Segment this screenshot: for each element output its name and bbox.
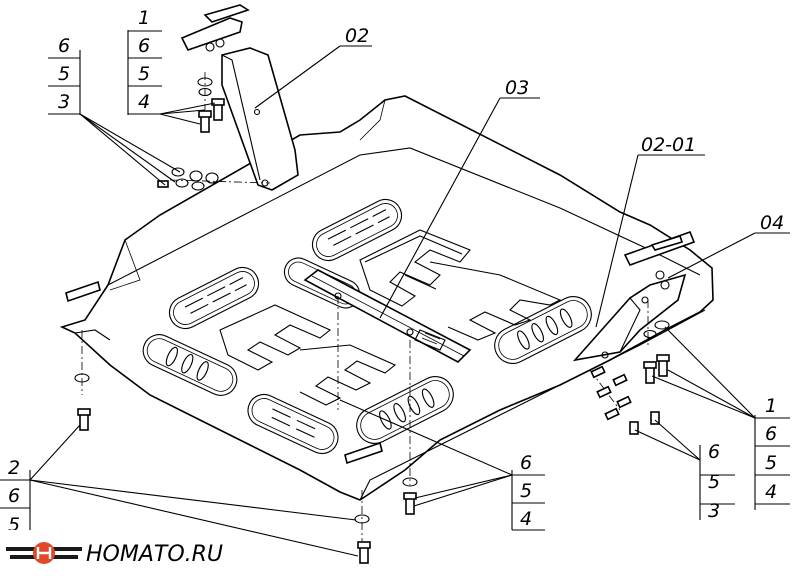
callout-top-left: 1 6 5 4 — [138, 7, 150, 113]
callout-label: 5 — [708, 471, 720, 493]
part-label-03: 03 — [505, 77, 529, 99]
callout-right-lower: 6 5 3 — [708, 441, 720, 522]
leader-lines — [0, 30, 790, 570]
slot-group — [142, 198, 592, 455]
callout-label: 4 — [765, 481, 777, 503]
center-bar-03 — [303, 269, 472, 363]
callout-label: 4 — [520, 508, 532, 530]
callout-label: 1 — [765, 395, 777, 417]
part-label-02: 02 — [345, 25, 369, 47]
part-label-04: 04 — [760, 212, 784, 234]
callout-label: 6 — [708, 441, 720, 463]
callout-label: 5 — [765, 452, 777, 474]
callout-right: 1 6 5 4 — [765, 395, 777, 503]
stiffening-ribs — [219, 229, 562, 406]
callout-label: 4 — [138, 91, 150, 113]
callout-label: 6 — [765, 423, 777, 445]
callout-label: 6 — [138, 35, 150, 57]
callout-label: 5 — [58, 63, 70, 85]
brand-logo: НОМАТО.RU — [0, 530, 232, 578]
part-label-02-01: 02-01 — [641, 134, 696, 156]
callout-bottom-center: 6 5 4 — [520, 452, 532, 530]
callout-label: 3 — [708, 500, 720, 522]
callout-label: 5 — [138, 63, 150, 85]
fasteners — [74, 77, 670, 564]
bracket-02-01 — [572, 230, 696, 362]
callout-far-left: 6 5 3 — [58, 35, 70, 113]
callout-label: 2 — [8, 457, 20, 479]
callout-label: 3 — [58, 91, 70, 113]
callout-label: 6 — [520, 452, 532, 474]
wings-logo-icon — [6, 542, 82, 564]
callout-label: 6 — [8, 485, 20, 507]
callout-label: 1 — [138, 7, 150, 29]
callout-label: 5 — [520, 480, 532, 502]
callout-label: 6 — [58, 35, 70, 57]
bracket-02 — [180, 4, 299, 191]
edge-tabs — [65, 280, 383, 465]
brand-name: НОМАТО.RU — [86, 542, 223, 567]
